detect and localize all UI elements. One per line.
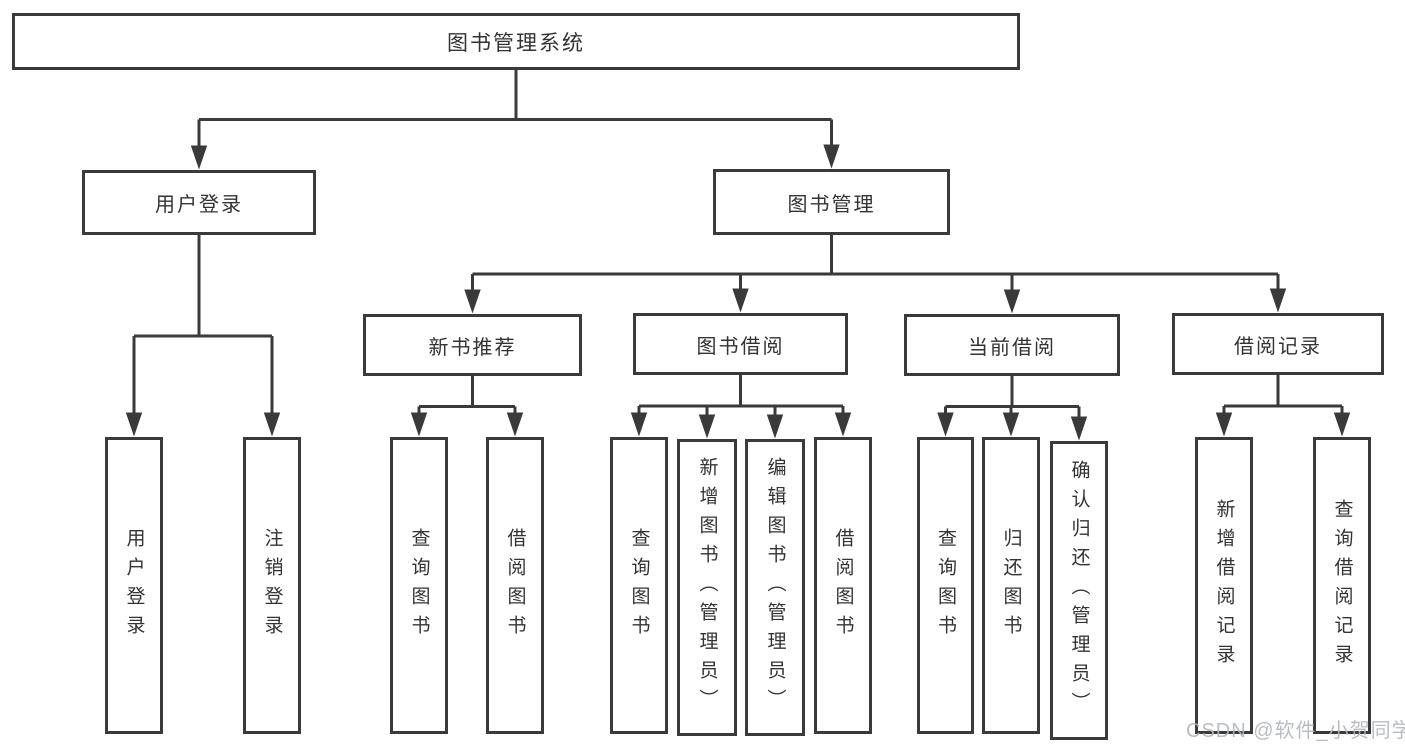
node-label: 查询图书	[628, 527, 650, 644]
node-borrow-records: 借阅记录	[1172, 313, 1384, 375]
node-label: 新增借阅记录	[1213, 498, 1235, 673]
node-login: 用户登录	[105, 437, 163, 734]
node-label: 新增图书（管理员）	[696, 457, 718, 718]
csdn-watermark: CSDN @软件_小贺同学	[1186, 720, 1405, 742]
node-label: 借阅图书	[504, 527, 526, 644]
node-bb-borrow: 借阅图书	[814, 437, 872, 734]
node-bb-add: 新增图书（管理员）	[677, 439, 737, 736]
node-label: 注销登录	[261, 527, 283, 644]
node-book-borrow: 图书借阅	[633, 313, 848, 375]
node-cb-confirm: 确认归还（管理员）	[1050, 441, 1108, 740]
node-label: 借阅图书	[832, 527, 854, 644]
node-rec-borrow: 借阅图书	[486, 437, 544, 734]
node-new-book-rec: 新书推荐	[363, 314, 582, 376]
node-bb-edit: 编辑图书（管理员）	[745, 439, 805, 736]
node-label: 当前借阅	[968, 336, 1056, 359]
node-label: 用户登录	[155, 194, 243, 216]
node-br-query: 查询借阅记录	[1313, 437, 1371, 734]
node-label: 查询借阅记录	[1331, 498, 1353, 673]
node-root: 图书管理系统	[12, 13, 1020, 70]
node-book-mgmt: 图书管理	[713, 169, 950, 235]
node-label: 查询图书	[935, 527, 956, 644]
node-label: 确认归还（管理员）	[1068, 460, 1090, 721]
node-label: 归还图书	[1000, 527, 1022, 644]
node-logout: 注销登录	[243, 437, 301, 734]
node-rec-query: 查询图书	[390, 437, 448, 734]
node-label: 新书推荐	[428, 336, 517, 359]
node-cb-query: 查询图书	[917, 437, 974, 734]
node-cb-return: 归还图书	[982, 437, 1040, 734]
node-label: 编辑图书（管理员）	[764, 457, 786, 718]
node-label: 借阅记录	[1234, 335, 1322, 358]
node-current-borrow: 当前借阅	[904, 314, 1120, 376]
node-label: 图书借阅	[696, 335, 785, 358]
node-br-add: 新增借阅记录	[1195, 437, 1253, 734]
node-label: 图书管理	[787, 193, 876, 216]
node-label: 图书管理系统	[447, 31, 585, 55]
node-label: 用户登录	[123, 527, 145, 644]
node-label: 查询图书	[408, 527, 430, 644]
node-bb-query: 查询图书	[610, 437, 668, 734]
node-user-login: 用户登录	[82, 170, 316, 235]
